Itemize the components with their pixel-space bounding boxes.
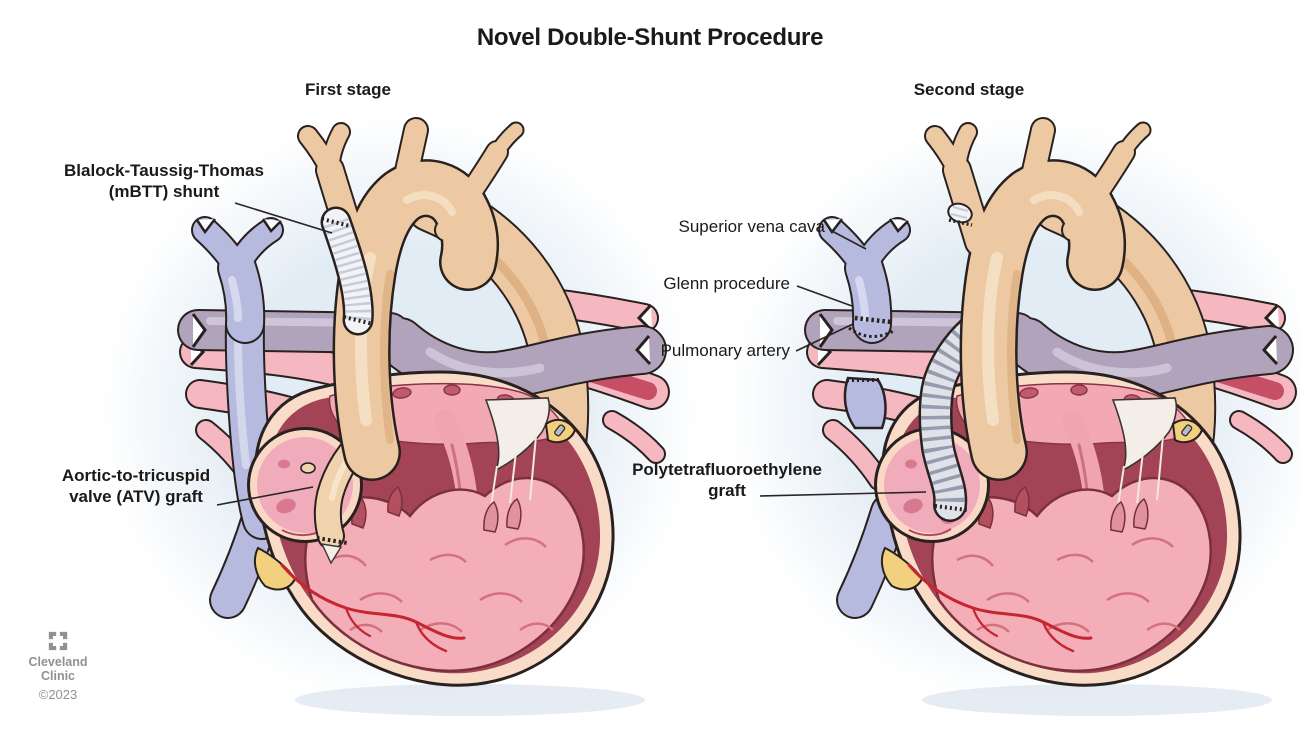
annotation-mbtt-line1: Blalock-Taussig-Thomas	[64, 161, 264, 180]
annotation-mbtt-line2: (mBTT) shunt	[108, 181, 220, 201]
annotation-superior-vena-cava: Superior vena cava	[678, 217, 825, 236]
first-stage-label: First stage	[305, 80, 391, 99]
cleveland-clinic-logo: Cleveland Clinic ©2023	[26, 630, 90, 702]
pa-leader-line	[795, 323, 854, 352]
logo-text-line1: Cleveland	[28, 655, 88, 669]
page-title: Novel Double-Shunt Procedure	[476, 24, 824, 51]
cleveland-clinic-logo-icon	[48, 631, 68, 651]
annotation-atv-line1: Aortic-to-tricuspid	[61, 466, 211, 485]
copyright-text: ©2023	[38, 686, 78, 702]
ptfe-leader-line	[759, 491, 927, 497]
second-stage-illustration	[727, 115, 1300, 716]
annotation-atv-graft: Aortic-to-tricuspid valve (ATV) graft	[50, 466, 222, 507]
second-stage-label: Second stage	[913, 80, 1025, 99]
annotation-ptfe-line1: Polytetrafluoroethylene	[632, 460, 822, 479]
annotation-glenn-procedure: Glenn procedure	[663, 274, 790, 293]
annotation-mbtt-shunt: Blalock-Taussig-Thomas (mBTT) shunt	[55, 161, 273, 202]
atv-leader-line	[216, 486, 314, 506]
annotation-atv-line2: valve (ATV) graft	[69, 486, 203, 506]
annotation-pulmonary-artery: Pulmonary artery	[660, 341, 790, 360]
svc-leader-line	[829, 229, 867, 250]
glenn-leader-line	[796, 285, 853, 307]
leader-lines	[216, 202, 927, 506]
logo-text-line2: Clinic	[40, 669, 76, 684]
first-stage-illustration	[100, 115, 700, 716]
annotation-ptfe-graft: Polytetrafluoroethylene graft	[625, 460, 829, 501]
mbtt-leader-line	[234, 202, 333, 234]
annotation-ptfe-line2: graft	[708, 480, 746, 500]
